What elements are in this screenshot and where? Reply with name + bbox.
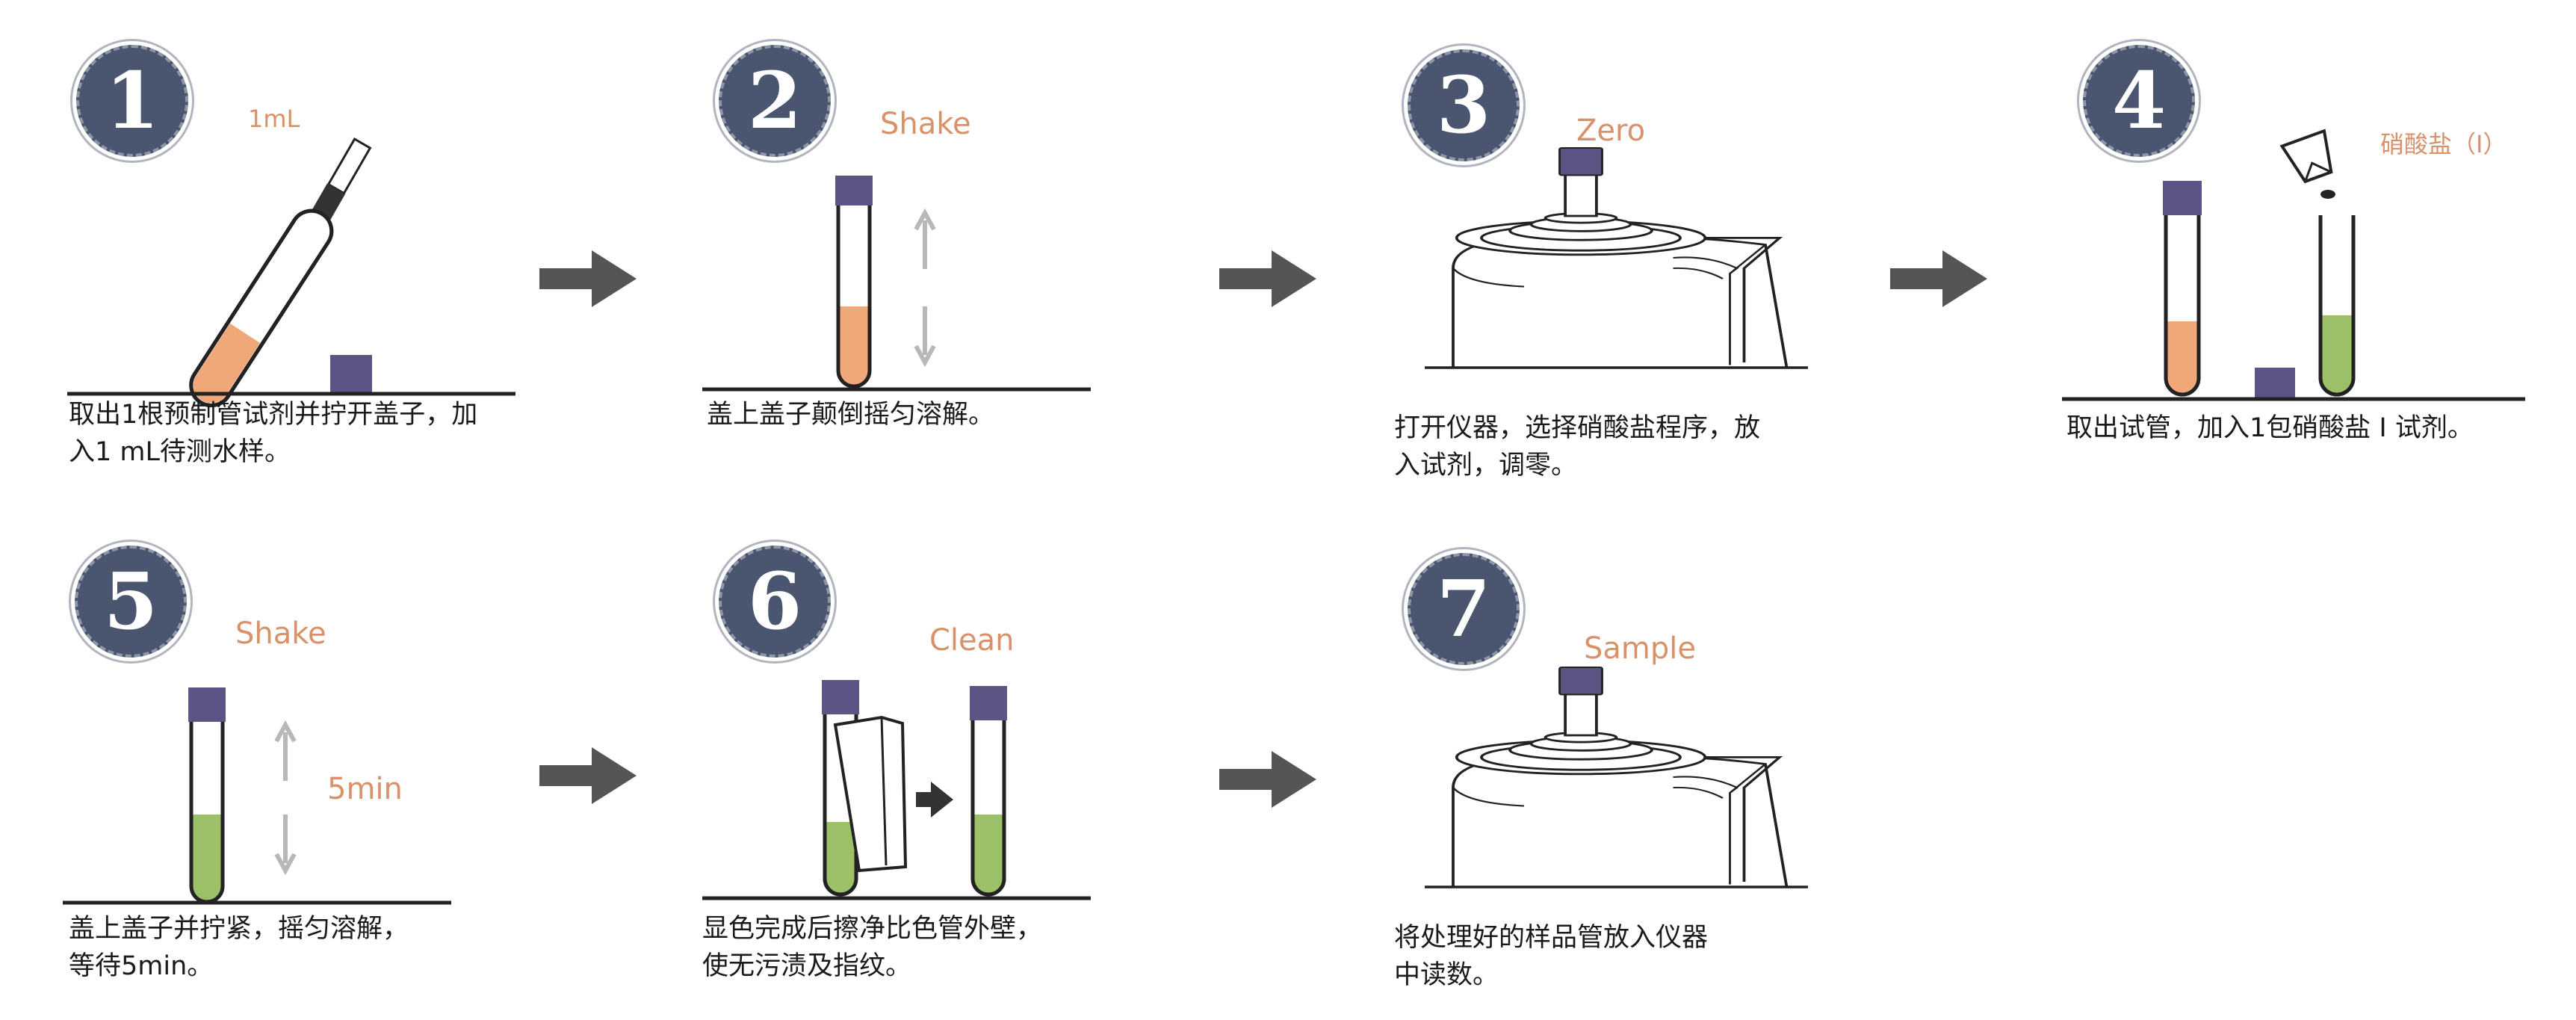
step-description: 盖上盖子颠倒摇匀溶解。: [707, 396, 994, 433]
description-line: 入试剂，调零。: [1394, 451, 1578, 480]
arrow-right-icon: [1219, 751, 1316, 808]
tube-with-pipette-illustration: [67, 137, 515, 408]
step-number-badge: 2: [719, 45, 831, 157]
step-caption: Shake: [880, 107, 971, 141]
arrow-right-icon: [1219, 250, 1316, 307]
step-number-badge: 6: [719, 545, 831, 658]
description-line: 盖上盖子颠倒摇匀溶解。: [707, 400, 995, 430]
step-description: 取出1根预制管试剂并拧开盖子，加 入1 mL待测水样。: [69, 396, 477, 471]
description-line: 盖上盖子并拧紧，摇匀溶解，: [69, 914, 409, 944]
arrow-right-icon: [539, 747, 637, 804]
step-number-badge: 1: [76, 45, 188, 157]
step-caption: Clean: [929, 623, 1015, 658]
arrow-right-icon: [539, 250, 637, 307]
description-line: 入1 mL待测水样。: [69, 437, 291, 467]
step-number-badge: 5: [75, 545, 187, 658]
wait-time-caption: 5min: [327, 772, 403, 806]
wiping-tube-illustration: [702, 680, 1091, 900]
step-description: 盖上盖子并拧紧，摇匀溶解， 等待5min。: [69, 910, 409, 985]
description-line: 将处理好的样品管放入仪器: [1394, 923, 1709, 953]
shaking-tube-illustration: [702, 176, 1091, 392]
instrument-sample-illustration: [1439, 673, 1827, 919]
description-line: 等待5min。: [69, 951, 214, 981]
description-line: 取出1根预制管试剂并拧开盖子，加: [69, 400, 478, 430]
shaking-tube-illustration: [63, 687, 451, 905]
description-line: 使无污渍及指纹。: [702, 951, 912, 981]
description-line: 中读数。: [1394, 960, 1499, 990]
step-caption: Shake: [235, 616, 326, 651]
description-line: 取出试管，加入1包硝酸盐 Ⅰ 试剂。: [2066, 413, 2474, 443]
step-caption: 1mL: [248, 105, 300, 133]
step-description: 将处理好的样品管放入仪器 中读数。: [1394, 919, 1708, 994]
description-line: 显色完成后擦净比色管外壁，: [702, 914, 1043, 944]
step-number-badge: 3: [1408, 49, 1520, 161]
arrow-right-icon: [1890, 250, 1987, 307]
step-description: 显色完成后擦净比色管外壁， 使无污渍及指纹。: [702, 910, 1042, 985]
step-caption: 硝酸盐（Ⅰ）: [2380, 130, 2507, 158]
step-caption: Sample: [1584, 631, 1696, 666]
step-number-badge: 4: [2083, 45, 2195, 157]
step-number-badge: 7: [1408, 553, 1520, 665]
reagent-add-illustration: [2062, 129, 2525, 401]
step-caption: Zero: [1576, 114, 1646, 148]
description-line: 打开仪器，选择硝酸盐程序，放: [1394, 413, 1761, 443]
step-description: 打开仪器，选择硝酸盐程序，放 入试剂，调零。: [1394, 409, 1760, 484]
instrument-zero-illustration: [1439, 153, 1827, 400]
step-description: 取出试管，加入1包硝酸盐 Ⅰ 试剂。: [2066, 409, 2474, 447]
